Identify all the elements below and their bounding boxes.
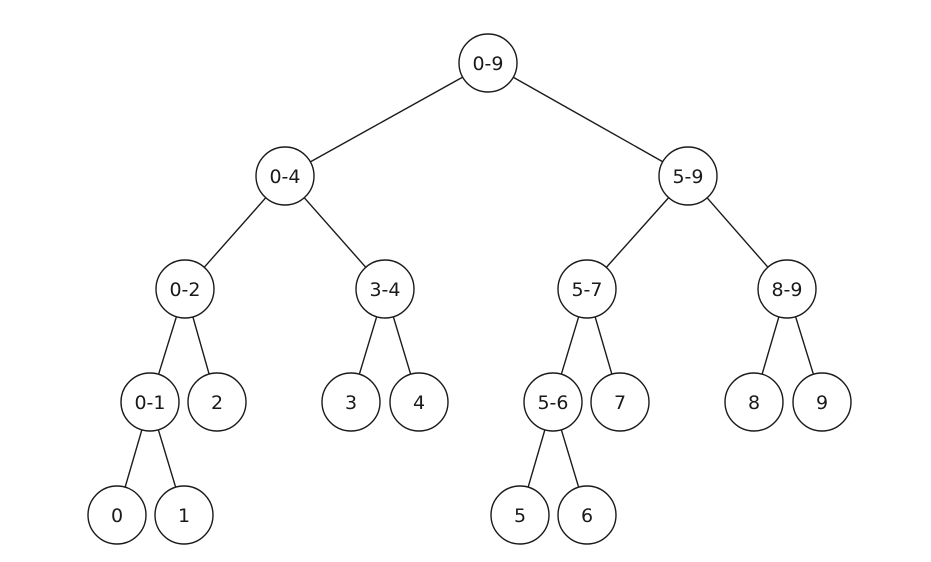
- tree-edge: [157, 316, 178, 375]
- node-circle: [321, 372, 381, 432]
- node-circle: [120, 372, 180, 432]
- tree-edge: [560, 429, 580, 488]
- node-circle: [87, 485, 147, 545]
- tree-edge: [157, 429, 177, 488]
- tree-node[interactable]: 0-2: [155, 259, 215, 319]
- tree-node[interactable]: 0-4: [255, 146, 315, 206]
- node-circle: [590, 372, 650, 432]
- tree-edge: [594, 316, 613, 375]
- node-circle: [155, 259, 215, 319]
- node-circle: [557, 485, 617, 545]
- tree-edge: [761, 316, 780, 375]
- node-circle: [724, 372, 784, 432]
- tree-node[interactable]: 5-7: [557, 259, 617, 319]
- node-label: 9: [816, 392, 828, 414]
- node-label: 1: [178, 505, 190, 527]
- tree-node[interactable]: 0: [87, 485, 147, 545]
- tree-edge: [192, 316, 210, 375]
- node-layer: 0-9 0-4 5-9 0-2 3-4 5-7 8-9 0-1 2 3 4 5-6 7 8 9 0 1 5 6: [87, 33, 852, 545]
- tree-node[interactable]: 0-9: [458, 33, 518, 93]
- node-circle: [389, 372, 449, 432]
- node-label: 2: [211, 392, 223, 414]
- node-circle: [523, 372, 583, 432]
- tree-edge: [560, 316, 580, 375]
- node-label: 0-2: [169, 279, 200, 301]
- node-label: 0-4: [269, 166, 300, 188]
- tree-edge: [303, 197, 367, 268]
- edge-layer: [124, 76, 815, 488]
- node-circle: [355, 259, 415, 319]
- node-label: 7: [614, 392, 626, 414]
- node-label: 5: [514, 505, 526, 527]
- node-label: 0: [111, 505, 123, 527]
- tree-edge: [392, 316, 412, 375]
- node-circle: [557, 259, 617, 319]
- tree-node[interactable]: 5-6: [523, 372, 583, 432]
- node-label: 6: [581, 505, 593, 527]
- node-circle: [255, 146, 315, 206]
- tree-node[interactable]: 7: [590, 372, 650, 432]
- node-circle: [187, 372, 247, 432]
- node-label: 3-4: [369, 279, 400, 301]
- node-circle: [458, 33, 518, 93]
- node-label: 3: [345, 392, 357, 414]
- node-label: 8: [748, 392, 760, 414]
- node-label: 8-9: [771, 279, 802, 301]
- tree-edge: [512, 76, 664, 163]
- tree-edge: [605, 197, 670, 268]
- node-circle: [792, 372, 852, 432]
- tree-edge: [527, 429, 546, 488]
- tree-node[interactable]: 5-9: [658, 146, 718, 206]
- tree-node[interactable]: 6: [557, 485, 617, 545]
- tree-node[interactable]: 3: [321, 372, 381, 432]
- node-circle: [757, 259, 817, 319]
- node-label: 5-6: [537, 392, 568, 414]
- node-label: 0-9: [472, 53, 503, 75]
- tree-edge: [358, 316, 378, 375]
- tree-edge: [309, 76, 464, 163]
- node-circle: [490, 485, 550, 545]
- tree-edge: [124, 429, 143, 488]
- node-circle: [154, 485, 214, 545]
- tree-edge: [706, 197, 769, 268]
- tree-edge: [203, 197, 267, 268]
- tree-node[interactable]: 4: [389, 372, 449, 432]
- tree-edge: [794, 316, 815, 375]
- tree-node[interactable]: 8-9: [757, 259, 817, 319]
- tree-node[interactable]: 9: [792, 372, 852, 432]
- node-circle: [658, 146, 718, 206]
- tree-node[interactable]: 8: [724, 372, 784, 432]
- tree-node[interactable]: 0-1: [120, 372, 180, 432]
- node-label: 4: [413, 392, 425, 414]
- tree-node[interactable]: 1: [154, 485, 214, 545]
- tree-node[interactable]: 3-4: [355, 259, 415, 319]
- node-label: 5-7: [571, 279, 602, 301]
- node-label: 5-9: [672, 166, 703, 188]
- tree-node[interactable]: 2: [187, 372, 247, 432]
- node-label: 0-1: [134, 392, 165, 414]
- tree-node[interactable]: 5: [490, 485, 550, 545]
